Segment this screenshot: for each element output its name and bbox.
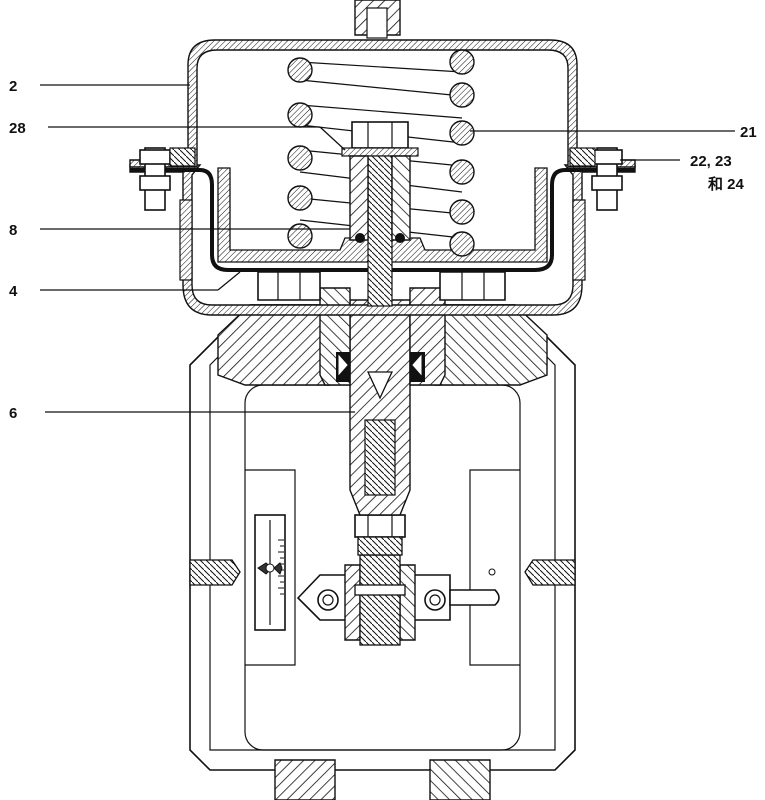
capscrew — [341, 121, 419, 307]
callouts: 2 28 8 4 6 21 22, 23 和 24 — [9, 78, 757, 422]
upper-diaphragm-casing — [129, 0, 636, 168]
callout-label-8: 8 — [9, 222, 17, 239]
callout-28: 28 — [9, 120, 346, 151]
callout-21: 21 — [470, 124, 757, 141]
stem-connector — [296, 554, 500, 646]
callout-2: 2 — [9, 78, 190, 95]
callout-4: 4 — [9, 271, 241, 300]
plate-nuts — [257, 271, 506, 301]
actuator-spring — [287, 49, 475, 257]
callout-label-4: 4 — [9, 283, 18, 300]
actuator-stem — [349, 299, 411, 516]
callout-label-21: 21 — [740, 124, 757, 141]
callout-8: 8 — [9, 222, 350, 239]
callout-label-24: 和 24 — [708, 176, 745, 193]
callout-label-6: 6 — [9, 405, 17, 422]
callout-label-22-23: 22, 23 — [690, 153, 732, 170]
callout-22-23-24: 22, 23 和 24 — [620, 153, 745, 193]
callout-6: 6 — [9, 405, 355, 422]
stroke-scale — [254, 514, 286, 631]
callout-label-2: 2 — [9, 78, 17, 95]
callout-label-28: 28 — [9, 120, 26, 137]
stem-locknuts — [354, 514, 406, 556]
flange-bolts — [139, 147, 623, 211]
